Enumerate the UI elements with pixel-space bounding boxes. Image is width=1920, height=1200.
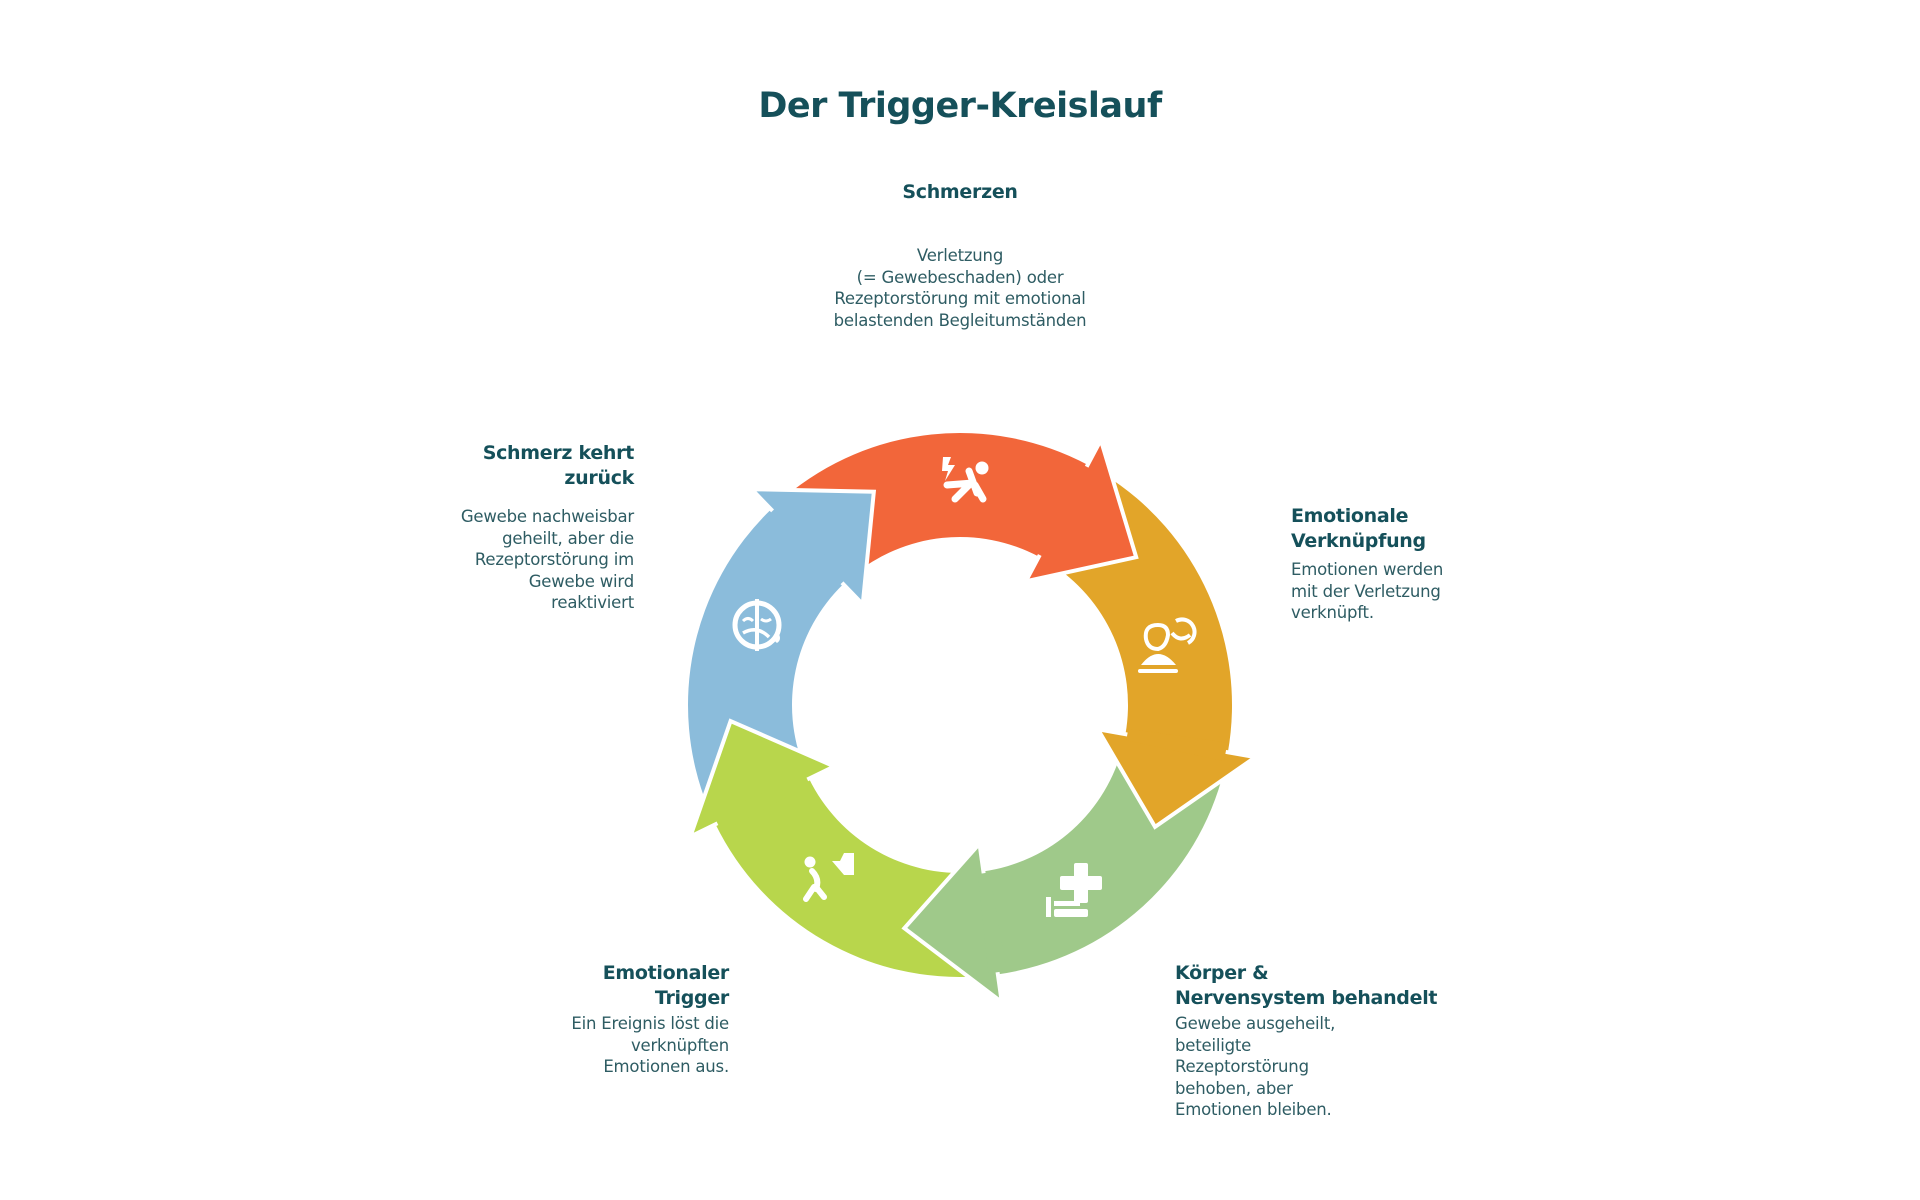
step-description: Emotionen werden mit der Verletzung verk… xyxy=(1291,560,1444,622)
sad-face-icon xyxy=(732,599,782,651)
diagram-title: Der Trigger-Kreislauf xyxy=(758,86,1162,126)
step-emotionale-verknuepfung: Emotionale Verknüpfung Emotionen werden … xyxy=(1291,504,1551,624)
medical-care-icon xyxy=(1046,863,1102,917)
step-emotionaler-trigger: Emotionaler Trigger Ein Ereignis löst di… xyxy=(500,961,729,1078)
step-koerper-behandelt: Körper & Nervensystem behandelt Gewebe a… xyxy=(1175,961,1495,1121)
arrow-joint-schmerz-kehrt-zurueck xyxy=(765,504,847,587)
step-heading: Schmerzen xyxy=(902,181,1018,203)
step-heading: Schmerz kehrt zurück xyxy=(482,442,635,489)
step-description: Ein Ereignis löst die verknüpften Emotio… xyxy=(571,1014,729,1076)
arrow-joint-emotionaler-trigger xyxy=(713,774,810,832)
step-description: Gewebe nachweisbar geheilt, aber die Rez… xyxy=(460,507,634,612)
step-schmerz-kehrt-zurueck: Schmerz kehrt zurück Gewebe nachweisbar … xyxy=(400,441,634,614)
step-heading: Emotionaler Trigger xyxy=(602,962,730,1009)
arrow-joint-schmerzen xyxy=(1034,462,1095,558)
emotional-person-icon xyxy=(1138,617,1197,673)
arrow-joint-emotionale-verknuepfung xyxy=(1126,728,1228,762)
falling-person-icon xyxy=(942,457,989,503)
trigger-person-icon xyxy=(803,853,854,902)
step-description: Verletzung (= Gewebeschaden) oder Rezept… xyxy=(833,246,1087,330)
arrow-joint-koerper-behandelt xyxy=(977,872,1007,974)
step-description: Gewebe ausgeheilt, beteiligte Rezeptorst… xyxy=(1175,1014,1336,1119)
step-schmerzen: Schmerzen Verletzung (= Gewebeschaden) o… xyxy=(760,180,1160,331)
step-heading: Emotionale Verknüpfung xyxy=(1291,505,1426,552)
step-heading: Körper & Nervensystem behandelt xyxy=(1175,962,1438,1009)
